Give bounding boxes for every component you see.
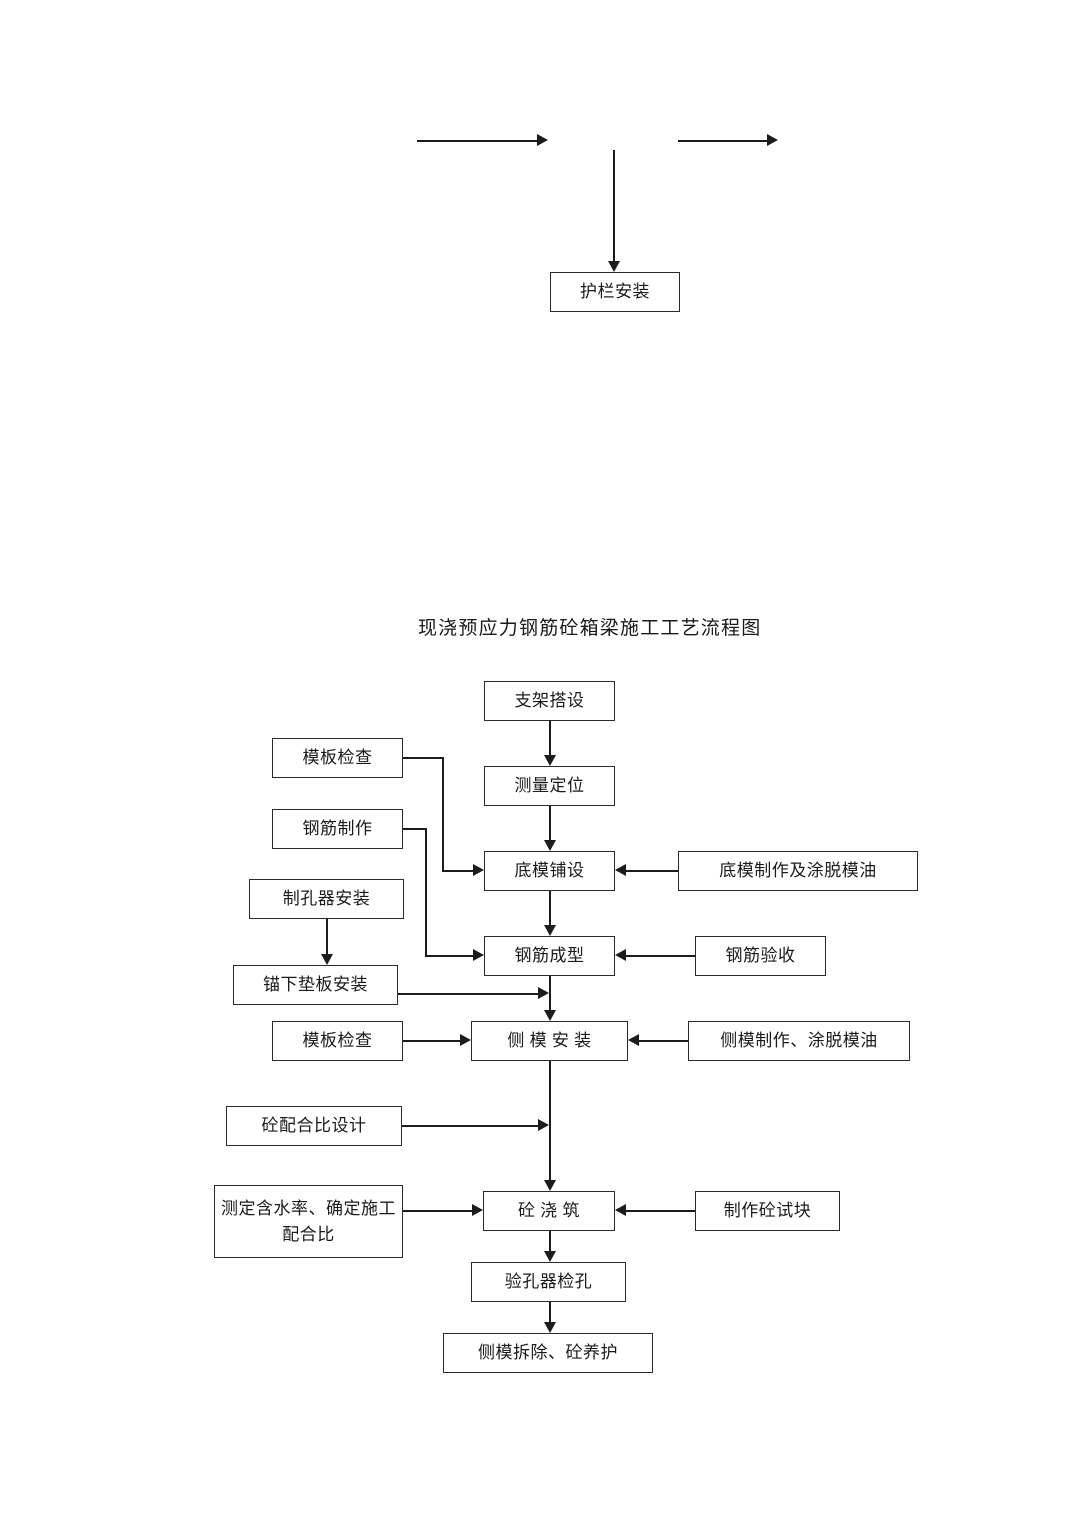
formwork-inspection-box-1[interactable]: 模板检查 bbox=[272, 738, 403, 778]
hole-former-install-box[interactable]: 制孔器安装 bbox=[249, 879, 404, 919]
rebar-acceptance-box[interactable]: 钢筋验收 bbox=[695, 936, 826, 976]
rebar-forming-box[interactable]: 钢筋成型 bbox=[484, 936, 615, 976]
side-formwork-prep-box[interactable]: 侧模制作、涂脱模油 bbox=[688, 1021, 910, 1061]
formwork-removal-curing-box[interactable]: 侧模拆除、砼养护 bbox=[443, 1333, 653, 1373]
rebar-acceptance-label: 钢筋验收 bbox=[725, 945, 796, 965]
survey-positioning-box[interactable]: 测量定位 bbox=[484, 766, 615, 806]
survey-positioning-label: 测量定位 bbox=[514, 775, 585, 795]
concrete-pouring-label: 砼 浇 筑 bbox=[518, 1200, 580, 1220]
scaffold-erection-box[interactable]: 支架搭设 bbox=[484, 681, 615, 721]
bottom-formwork-prep-label: 底模制作及涂脱模油 bbox=[719, 860, 877, 880]
side-formwork-prep-label: 侧模制作、涂脱模油 bbox=[720, 1030, 878, 1050]
bottom-formwork-prep-box[interactable]: 底模制作及涂脱模油 bbox=[678, 851, 918, 891]
hole-former-install-label: 制孔器安装 bbox=[282, 888, 371, 908]
bottom-formwork-laying-label: 底模铺设 bbox=[514, 860, 585, 880]
moisture-mix-ratio-line-1: 测定含水率、确定施工 bbox=[221, 1199, 396, 1218]
page-title: 现浇预应力钢筋砼箱梁施工工艺流程图 bbox=[418, 618, 762, 639]
formwork-inspection-label-1: 模板检查 bbox=[302, 747, 373, 767]
guardrail-install-label: 护栏安装 bbox=[580, 281, 650, 301]
formwork-removal-curing-label: 侧模拆除、砼养护 bbox=[478, 1342, 618, 1362]
side-formwork-install-label: 侧 模 安 装 bbox=[507, 1030, 592, 1050]
scaffold-erection-label: 支架搭设 bbox=[514, 690, 585, 710]
hole-inspection-label: 验孔器检孔 bbox=[504, 1271, 593, 1291]
concrete-mix-design-box[interactable]: 砼配合比设计 bbox=[226, 1106, 402, 1146]
rebar-forming-label: 钢筋成型 bbox=[514, 945, 585, 965]
moisture-mix-ratio-box[interactable]: 测定含水率、确定施工 配合比 bbox=[214, 1185, 403, 1258]
guardrail-install-box[interactable]: 护栏安装 bbox=[550, 272, 680, 312]
moisture-mix-ratio-line-2: 配合比 bbox=[282, 1224, 335, 1244]
concrete-mix-design-label: 砼配合比设计 bbox=[261, 1115, 367, 1135]
anchor-bearing-plate-label: 锚下垫板安装 bbox=[263, 974, 368, 994]
concrete-test-block-label: 制作砼试块 bbox=[723, 1200, 812, 1220]
concrete-pouring-box[interactable]: 砼 浇 筑 bbox=[483, 1191, 615, 1231]
formwork-inspection-box-2[interactable]: 模板检查 bbox=[272, 1021, 403, 1061]
anchor-bearing-plate-box[interactable]: 锚下垫板安装 bbox=[233, 965, 398, 1005]
rebar-fabrication-box[interactable]: 钢筋制作 bbox=[272, 809, 403, 849]
hole-inspection-box[interactable]: 验孔器检孔 bbox=[471, 1262, 626, 1302]
rebar-fabrication-label: 钢筋制作 bbox=[302, 818, 373, 838]
formwork-inspection-label-2: 模板检查 bbox=[302, 1030, 373, 1050]
concrete-test-block-box[interactable]: 制作砼试块 bbox=[695, 1191, 840, 1231]
side-formwork-install-box[interactable]: 侧 模 安 装 bbox=[471, 1021, 628, 1061]
bottom-formwork-laying-box[interactable]: 底模铺设 bbox=[484, 851, 615, 891]
